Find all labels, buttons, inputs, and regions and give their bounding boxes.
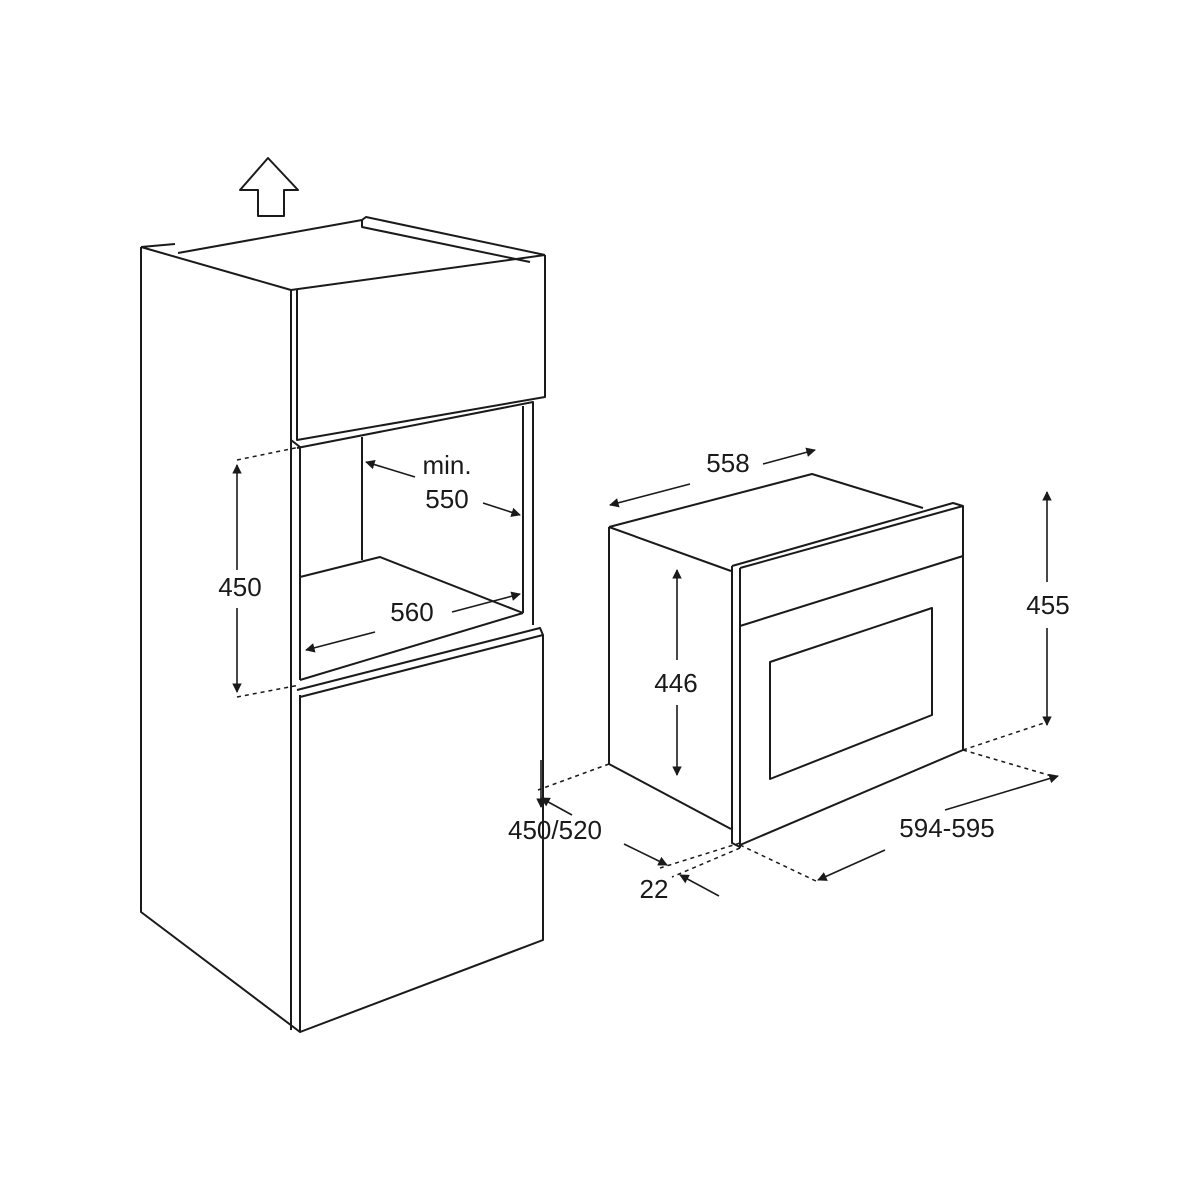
oven-front-frame — [731, 502, 964, 848]
opening-width-label: 560 — [390, 597, 433, 627]
cabinet-lower-door — [296, 627, 544, 1033]
dim-oven-depth: 558 — [609, 447, 816, 508]
dim-oven-width: 594-595 — [537, 721, 1059, 883]
depth-min-label: 550 — [425, 484, 468, 514]
dim-oven-body-height: 446 — [654, 569, 698, 776]
oven-body-height-label: 446 — [654, 668, 697, 698]
oven — [608, 473, 964, 848]
oven-width-label: 594-595 — [899, 813, 994, 843]
oven-control-panel — [739, 555, 964, 627]
oven-body — [608, 473, 924, 830]
dim-cabinet-depth: 450/520 — [508, 760, 602, 845]
opening-height-label: 450 — [218, 572, 261, 602]
airflow-up-arrow-icon — [239, 157, 299, 217]
cabinet-depth-label: 450/520 — [508, 815, 602, 845]
cabinet-top — [140, 216, 546, 291]
oven-depth-label: 558 — [706, 448, 749, 478]
dim-opening-height: 450 — [218, 446, 301, 698]
cabinet-upper-panel — [296, 255, 546, 441]
dim-opening-width: 560 — [305, 591, 521, 653]
oven-total-height-label: 455 — [1026, 590, 1069, 620]
cabinet-side-panel — [140, 246, 301, 1033]
front-thickness-label: 22 — [640, 874, 669, 904]
oven-door-window — [769, 607, 933, 780]
depth-min-prefix: min. — [422, 450, 471, 480]
dim-depth-min: min. 550 — [365, 450, 521, 517]
dim-oven-total-height: 455 — [1026, 491, 1070, 726]
cabinet — [140, 216, 546, 1033]
dim-front-thickness: 22 — [623, 842, 741, 904]
